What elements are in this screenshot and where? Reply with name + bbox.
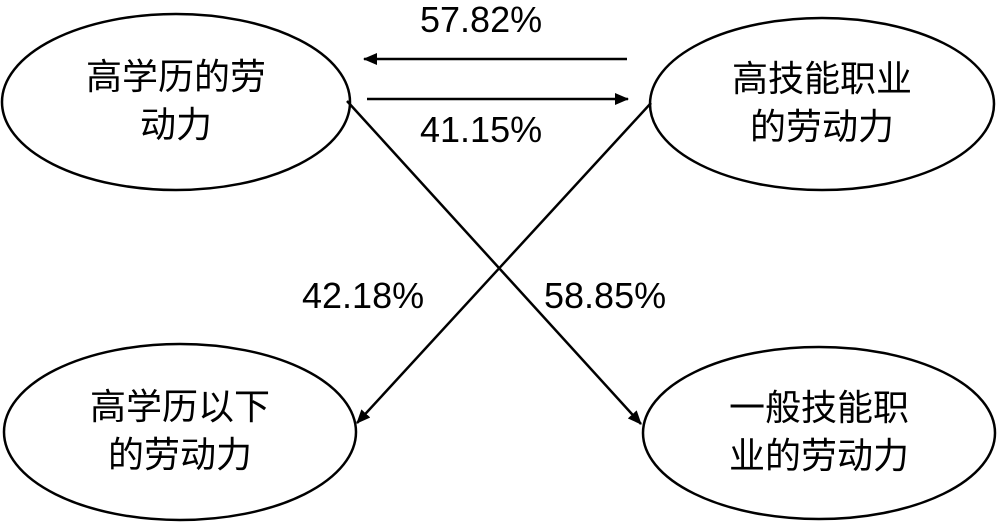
node-ellipse-top-left bbox=[0, 12, 352, 192]
node-top-left: 高学历的劳 动力 bbox=[2, 14, 350, 190]
arrow-tr-to-bl bbox=[356, 102, 652, 424]
node-ellipse-bottom-right bbox=[641, 345, 997, 521]
node-top-right: 高技能职业 的劳动力 bbox=[650, 18, 994, 190]
node-bottom-right: 一般技能职 业的劳动力 bbox=[643, 347, 995, 519]
node-top-right-line-2: 的劳动力 bbox=[749, 107, 894, 148]
node-bottom-right-line-1: 一般技能职 bbox=[728, 388, 909, 429]
node-bottom-left-line-2: 的劳动力 bbox=[107, 435, 252, 476]
flow-label-tl-to-tr: 41.15% bbox=[420, 109, 543, 150]
node-top-right-line-1: 高技能职业 bbox=[731, 59, 912, 100]
arrow-tl-to-br bbox=[346, 100, 642, 425]
node-bottom-left: 高学历以下 的劳动力 bbox=[4, 344, 356, 520]
flow-label-tr-to-tl: 57.82% bbox=[420, 0, 543, 40]
flow-label-tl-to-br: 58.85% bbox=[544, 275, 667, 316]
node-bottom-left-line-1: 高学历以下 bbox=[89, 387, 270, 428]
node-ellipse-bottom-left bbox=[2, 342, 358, 522]
node-top-left-line-1: 高学历的劳 bbox=[85, 57, 266, 98]
node-top-left-line-2: 动力 bbox=[139, 105, 212, 146]
flow-label-tr-to-bl: 42.18% bbox=[302, 275, 425, 316]
node-bottom-right-line-2: 业的劳动力 bbox=[728, 436, 909, 477]
